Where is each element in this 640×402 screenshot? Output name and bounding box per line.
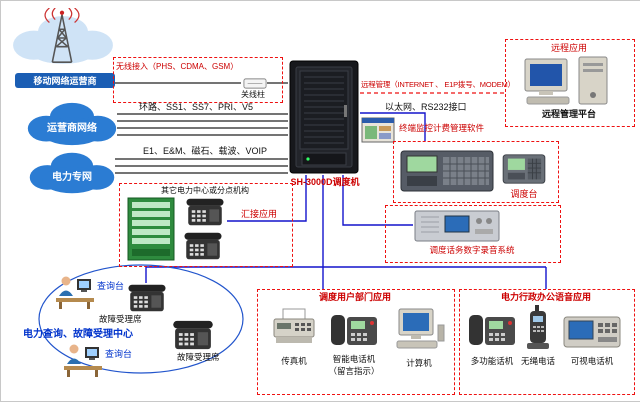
dispatch-console-label: 调度台 xyxy=(510,189,538,199)
smart-phone-label: 智能电话机 xyxy=(332,354,376,364)
tandem-app-label: 汇接应用 xyxy=(241,209,278,219)
fault-seat-label-1: 故障受理席 xyxy=(99,314,142,324)
tandem-box xyxy=(119,183,293,267)
recording-system-label: 调度话务数字录音系统 xyxy=(429,245,515,255)
fault-seat-phone-icon xyxy=(171,319,215,351)
junction-label: 关线柱 xyxy=(241,90,265,99)
fault-seat-phone-icon xyxy=(127,283,167,313)
ethernet-label: 以太网、RS232接口 xyxy=(385,102,467,112)
query-center-title: 电力查询、故障受理中心 xyxy=(23,329,133,340)
monitor-software-label: 终端监控计费管理软件 xyxy=(399,123,485,133)
operator-console-icon xyxy=(501,151,547,187)
cordless-phone-label: 无绳电话 xyxy=(520,356,555,366)
pbx-cabinet-icon xyxy=(127,197,175,261)
video-phone-icon xyxy=(561,311,623,353)
multifunction-phone-icon xyxy=(467,309,517,349)
power-network-label: 电力专网 xyxy=(52,172,92,183)
tandem-phone-icon xyxy=(185,197,225,227)
query-desk-person-icon xyxy=(53,273,97,309)
dept-application-title: 调度用户部门应用 xyxy=(318,292,391,302)
remote-platform-label: 远程管理平台 xyxy=(541,109,596,119)
rack-label: SH-3000D调度机 xyxy=(290,177,360,187)
remote-application-box xyxy=(505,39,635,127)
recording-system-box xyxy=(385,205,561,263)
recorder-icon xyxy=(413,209,501,243)
desktop-computer-icon xyxy=(393,307,445,353)
remote-application-title: 远程应用 xyxy=(550,43,587,53)
query-desk-label-1: 查询台 xyxy=(97,281,125,291)
monitor-software-icon xyxy=(361,117,395,143)
smart-phone-note: （留言指示） xyxy=(328,366,380,376)
office-application-box xyxy=(459,289,635,395)
video-phone-label: 可视电话机 xyxy=(570,356,614,366)
query-desk-person-icon xyxy=(61,341,105,377)
junction-device-icon xyxy=(243,77,267,90)
query-desk-label-2: 查询台 xyxy=(105,349,133,359)
cell-tower-icon xyxy=(31,7,93,67)
carrier-network-label: 运营商网络 xyxy=(47,123,97,134)
fax-machine-icon xyxy=(271,307,317,349)
fault-seat-label-2: 故障受理席 xyxy=(177,352,220,362)
wireless-access-box xyxy=(113,57,283,103)
power-trunk-label: E1、E&M、磁石、载波、VOIP xyxy=(143,146,268,156)
dispatch-console-icon xyxy=(399,147,495,195)
mobile-operator-label: 移动网络运营商 xyxy=(15,73,115,88)
cordless-phone-icon xyxy=(525,303,551,351)
multifunction-phone-label: 多功能话机 xyxy=(470,356,514,366)
remote-pc-icon xyxy=(521,55,613,107)
office-application-title: 电力行政办公语音应用 xyxy=(500,292,591,302)
computer-label: 计算机 xyxy=(406,358,432,368)
carrier-trunk-label: 环路、SS1、SS7、PRI、V5 xyxy=(139,102,254,112)
remote-mgmt-link-label: 远程管理（INTERNET 、 E1P拨号、MODEM） xyxy=(361,80,515,89)
tandem-phone-icon xyxy=(183,231,223,261)
smart-phone-icon xyxy=(329,309,379,349)
dispatch-console-box xyxy=(393,141,559,203)
dispatch-switch-rack xyxy=(288,59,360,175)
dept-application-box xyxy=(257,289,455,395)
tandem-pbx-label: 其它电力中心或分点机构 xyxy=(161,186,249,195)
wireless-access-label: 无线接入（PHS、CDMA、GSM） xyxy=(116,62,239,71)
fax-label: 传真机 xyxy=(281,356,307,366)
